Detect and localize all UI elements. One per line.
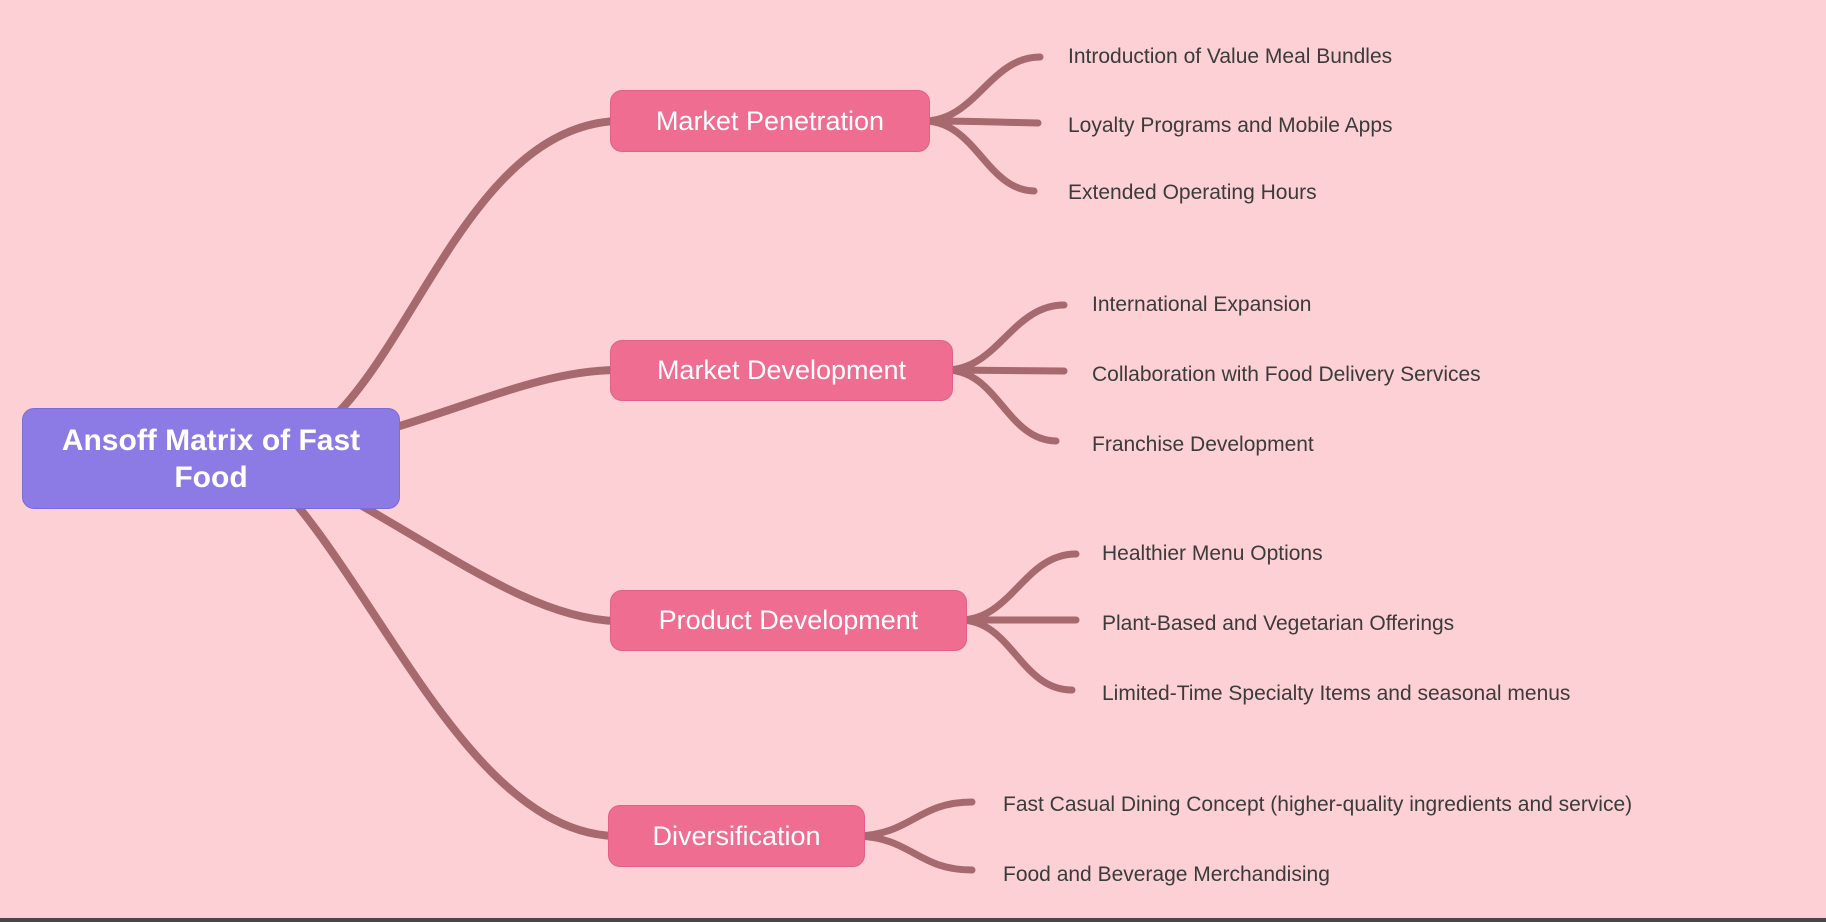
branch-label-product-development: Product Development xyxy=(658,605,919,635)
leaf-dv-merchandising[interactable]: Food and Beverage Merchandising xyxy=(1003,863,1330,886)
branch-node-market-development[interactable]: Market Development xyxy=(610,340,953,401)
edge-pd-leaf-3 xyxy=(956,616,1076,694)
edge-mp-leaf-1 xyxy=(920,53,1044,125)
edge-mp-leaf-3 xyxy=(920,117,1038,195)
branch-label-market-penetration: Market Penetration xyxy=(655,105,885,136)
leaf-md-delivery-collaboration[interactable]: Collaboration with Food Delivery Service… xyxy=(1092,363,1481,386)
edge-root-to-market-penetration xyxy=(276,117,620,454)
edge-pd-leaf-1 xyxy=(956,550,1080,624)
leaf-dv-fast-casual-concept[interactable]: Fast Casual Dining Concept (higher-quali… xyxy=(1003,793,1633,816)
leaf-pd-healthier-menu[interactable]: Healthier Menu Options xyxy=(1102,542,1323,565)
edge-md-leaf-3 xyxy=(942,366,1060,445)
leaf-mp-loyalty-programs[interactable]: Loyalty Programs and Mobile Apps xyxy=(1068,114,1393,137)
window-bottom-edge xyxy=(0,918,1826,922)
leaf-md-international-expansion[interactable]: International Expansion xyxy=(1092,293,1312,316)
branch-node-market-penetration[interactable]: Market Penetration xyxy=(610,90,930,152)
edge-dv-leaf-2 xyxy=(854,832,976,874)
leaf-mp-value-meal-bundles[interactable]: Introduction of Value Meal Bundles xyxy=(1068,45,1393,68)
root-node[interactable]: Ansoff Matrix of Fast Food xyxy=(22,408,400,509)
branch-node-product-development[interactable]: Product Development xyxy=(610,590,967,651)
leaf-mp-extended-hours[interactable]: Extended Operating Hours xyxy=(1068,181,1317,204)
edge-dv-leaf-1 xyxy=(854,798,976,840)
branch-label-market-development: Market Development xyxy=(656,355,907,385)
edge-md-leaf-1 xyxy=(942,301,1068,374)
edge-root-to-diversification xyxy=(261,466,618,840)
branch-node-diversification[interactable]: Diversification xyxy=(608,805,865,867)
root-node-label: Ansoff Matrix of Fast Food xyxy=(61,423,361,494)
leaf-md-franchise-development[interactable]: Franchise Development xyxy=(1092,433,1314,456)
branch-label-diversification: Diversification xyxy=(652,820,821,851)
leaf-pd-limited-time-items[interactable]: Limited-Time Specialty Items and seasona… xyxy=(1102,682,1571,705)
leaf-pd-plant-based[interactable]: Plant-Based and Vegetarian Offerings xyxy=(1102,612,1455,635)
